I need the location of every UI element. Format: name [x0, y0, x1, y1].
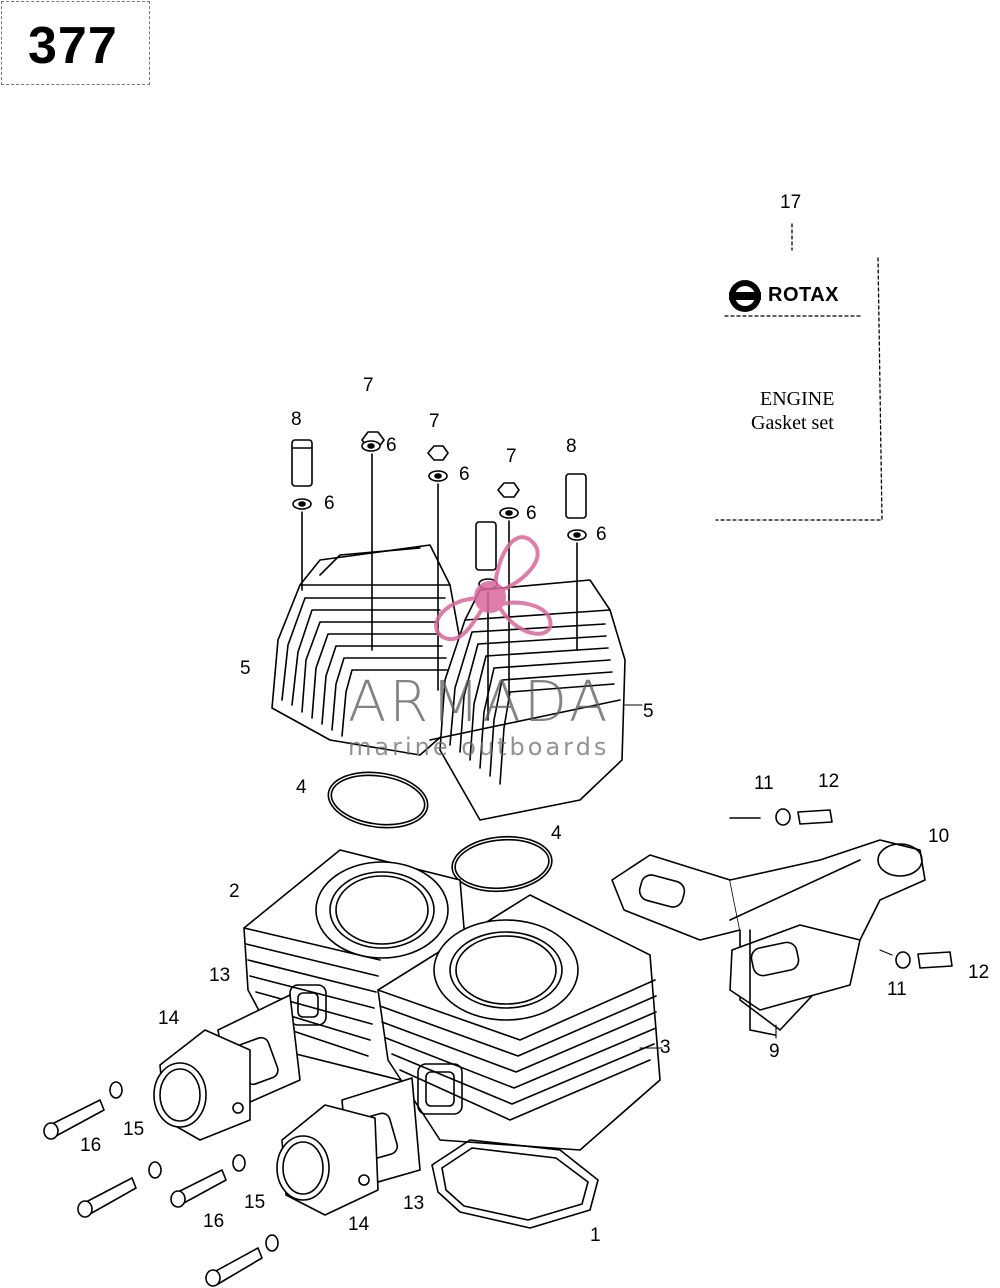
gasket-kit-outline: [715, 223, 883, 521]
exhaust-manifold: [611, 817, 926, 1036]
rotax-badge-icon: [729, 280, 761, 312]
callout-11-bottom: 11: [887, 979, 907, 1000]
callout-16-right: 16: [203, 1211, 225, 1232]
intake-manifold-left: [153, 1029, 251, 1141]
head-gaskets-o-rings: [327, 771, 553, 893]
watermark-tagline: marine outboards: [348, 733, 610, 761]
callout-12-top: 12: [818, 771, 840, 792]
callout-3: 3: [660, 1037, 671, 1058]
intake-manifold-right: [276, 1104, 379, 1216]
callout-13-right: 13: [403, 1193, 425, 1214]
watermark-propeller-icon: [434, 535, 553, 642]
callout-7-b: 7: [429, 411, 440, 432]
callout-14-right: 14: [348, 1214, 370, 1235]
callout-8-left: 8: [291, 409, 302, 430]
callout-16-left: 16: [80, 1135, 102, 1156]
callout-4-right: 4: [551, 823, 562, 844]
callout-6-d: 6: [526, 503, 537, 524]
callout-4-left: 4: [296, 777, 307, 798]
manifold-hardware: [43, 1081, 279, 1287]
callout-6-a: 6: [324, 493, 335, 514]
callout-6-c: 6: [459, 464, 470, 485]
callout-9: 9: [769, 1041, 780, 1062]
callout-7-c: 7: [506, 446, 517, 467]
gasket-kit-subtitle: Gasket set: [751, 412, 834, 434]
head-hardware: [291, 431, 587, 721]
callout-8-right: 8: [566, 436, 577, 457]
cylinder-head-left: [271, 544, 461, 756]
callout-2: 2: [229, 881, 240, 902]
base-gasket: [431, 1139, 599, 1229]
leader-lines: [624, 704, 893, 1049]
exhaust-hardware: [775, 808, 953, 969]
callout-15-left: 15: [123, 1119, 145, 1140]
callout-10: 10: [928, 826, 950, 847]
page-number: 377: [28, 17, 118, 75]
callout-5-right: 5: [643, 701, 654, 722]
rotax-logo: ROTAX: [768, 284, 840, 306]
callout-13-left: 13: [209, 965, 231, 986]
callout-6-e: 6: [596, 524, 607, 545]
callout-5-left: 5: [240, 658, 251, 679]
callout-1: 1: [590, 1225, 601, 1246]
cylinder-right: [377, 894, 661, 1151]
callout-17: 17: [780, 192, 802, 213]
callout-11-top: 11: [754, 773, 774, 794]
callout-12-bottom: 12: [968, 962, 990, 983]
watermark-name: ARMADA: [348, 670, 611, 735]
callout-7-a: 7: [363, 375, 374, 396]
gasket-kit-title: ENGINE: [760, 388, 835, 410]
callout-6-b: 6: [386, 435, 397, 456]
callout-14-left: 14: [158, 1008, 180, 1029]
cylinder-head-right: [429, 579, 626, 821]
page-number-box: 377: [1, 1, 150, 85]
callout-15-right: 15: [244, 1192, 266, 1213]
